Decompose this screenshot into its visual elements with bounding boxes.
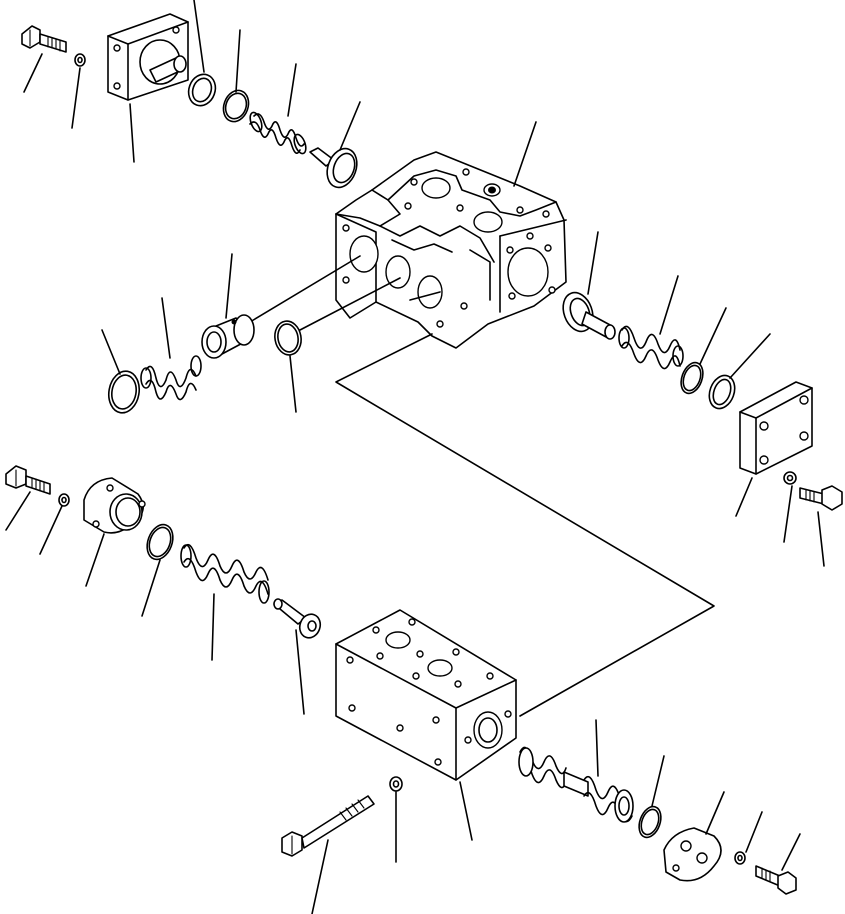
cover-plate-top-left: [107, 13, 189, 101]
spring-lower-left: [180, 543, 270, 604]
tie-bolt-long: [281, 795, 375, 857]
spring-right: [618, 325, 684, 370]
valve-block-lower: [335, 609, 517, 781]
leader-lines: [5, 0, 825, 914]
flange-lower-right: [663, 827, 722, 882]
poppet-lower-left: [273, 598, 322, 639]
spring-left: [140, 355, 202, 401]
o-ring-left-large: [107, 370, 141, 414]
washer-lower-right: [734, 851, 746, 865]
sleeve-left: [201, 314, 255, 359]
poppet-top: [309, 147, 358, 189]
washer-top-left: [74, 53, 86, 67]
cover-plate-right: [739, 381, 813, 475]
valve-block-upper: [335, 151, 567, 349]
washer-right: [783, 471, 797, 485]
bolt-top-left: [21, 25, 67, 53]
spool-lower: [518, 746, 634, 823]
poppet-right: [562, 291, 616, 340]
washer-lower-left: [58, 493, 70, 507]
washer-bottom-center: [389, 776, 403, 792]
spring-top: [249, 111, 307, 155]
bolt-lower-right: [755, 865, 797, 895]
o-ring-lower-right: [638, 805, 662, 839]
assembly-guide-line: [335, 333, 715, 717]
flange-lower-left: [83, 477, 146, 534]
o-ring-right-1: [680, 361, 704, 395]
bolt-lower-left: [5, 465, 51, 495]
spool-projection-lines: [249, 255, 441, 331]
o-ring-left-small: [274, 320, 302, 356]
o-ring-lower-left: [146, 523, 174, 561]
o-ring-top-1: [187, 73, 217, 107]
bolt-right: [799, 485, 843, 511]
o-ring-right-2: [708, 374, 736, 410]
o-ring-top-2: [222, 89, 250, 123]
